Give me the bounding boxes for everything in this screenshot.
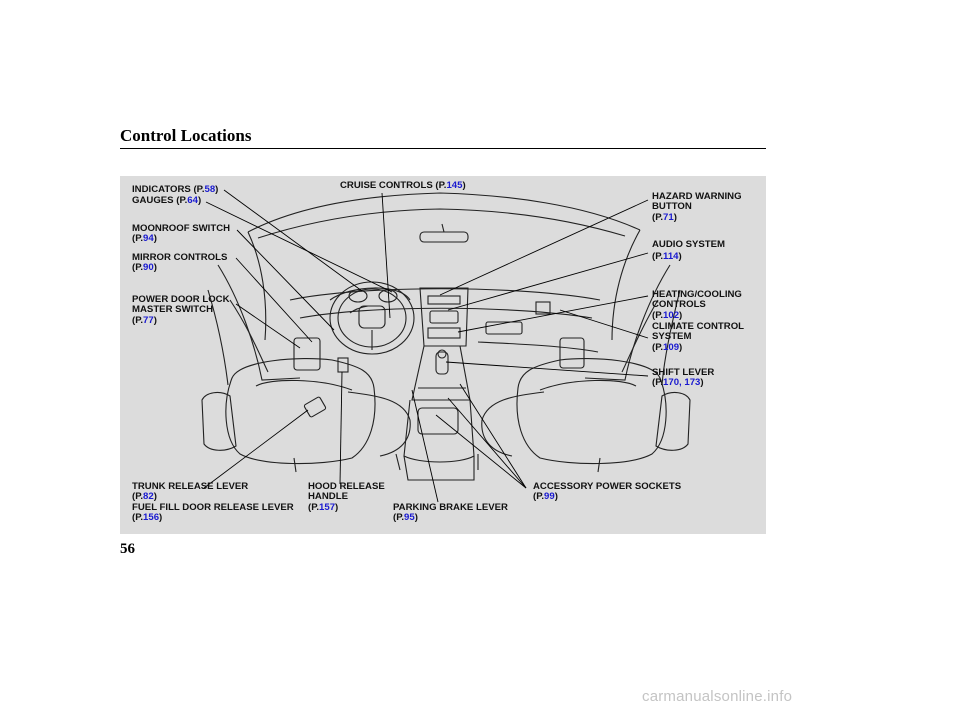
- diagram-panel: [120, 176, 766, 534]
- moonroof-page-link[interactable]: 94: [143, 233, 154, 245]
- moonroof-switch-label: MOONROOF SWITCH (P.94): [132, 223, 231, 245]
- climate-page-link[interactable]: 109: [663, 341, 680, 353]
- mirror-page-link[interactable]: 90: [143, 262, 154, 274]
- page-title: Control Locations: [120, 126, 252, 145]
- hazard-warning-label: HAZARD WARNING BUTTON (P.71): [652, 191, 742, 223]
- climate-control-label: CLIMATE CONTROL SYSTEM (P.109): [652, 321, 745, 353]
- accessory-page-link[interactable]: 99: [544, 491, 555, 503]
- hood-release-label: HOOD RELEASE HANDLE (P.157): [308, 481, 385, 513]
- fuel-page-link[interactable]: 156: [143, 512, 160, 524]
- shift-page-link[interactable]: 170, 173: [663, 377, 701, 389]
- power-door-lock-label: POWER DOOR LOCK MASTER SWITCH (P.77): [132, 294, 230, 326]
- cruise-controls-label: CRUISE CONTROLS (P.145): [340, 180, 466, 191]
- heating-cooling-label: HEATING/COOLING CONTROLS (P.102): [652, 289, 742, 321]
- audio-page-link[interactable]: 114: [663, 251, 679, 263]
- watermark: carmanualsonline.info: [642, 688, 793, 705]
- indicators-page-link[interactable]: 58: [204, 184, 216, 195]
- audio-system-label: AUDIO SYSTEM (P.114): [652, 239, 726, 263]
- trunk-page-link[interactable]: 82: [143, 491, 154, 503]
- title-rule: [120, 148, 766, 149]
- hood-page-link[interactable]: 157: [319, 501, 336, 513]
- shift-lever-label: SHIFT LEVER (P.170, 173): [652, 367, 715, 389]
- heating-page-link[interactable]: 102: [663, 309, 680, 321]
- accessory-sockets-label: ACCESSORY POWER SOCKETS (P.99): [533, 481, 682, 503]
- mirror-controls-label: MIRROR CONTROLS (P.90): [132, 252, 228, 274]
- hazard-page-link[interactable]: 71: [663, 211, 674, 223]
- fuel-fill-door-label: FUEL FILL DOOR RELEASE LEVER (P.156): [132, 502, 294, 524]
- indicators-label: INDICATORS (P.58): [132, 184, 219, 195]
- trunk-release-label: TRUNK RELEASE LEVER (P.82): [132, 481, 249, 503]
- power-door-page-link[interactable]: 77: [143, 314, 154, 326]
- gauges-page-link[interactable]: 64: [187, 195, 198, 206]
- gauges-label: GAUGES (P.64): [132, 195, 202, 206]
- cruise-page-link[interactable]: 145: [446, 180, 463, 191]
- parking-brake-label: PARKING BRAKE LEVER (P.95): [393, 502, 508, 524]
- page-number: 56: [120, 541, 135, 557]
- parking-page-link[interactable]: 95: [404, 512, 415, 524]
